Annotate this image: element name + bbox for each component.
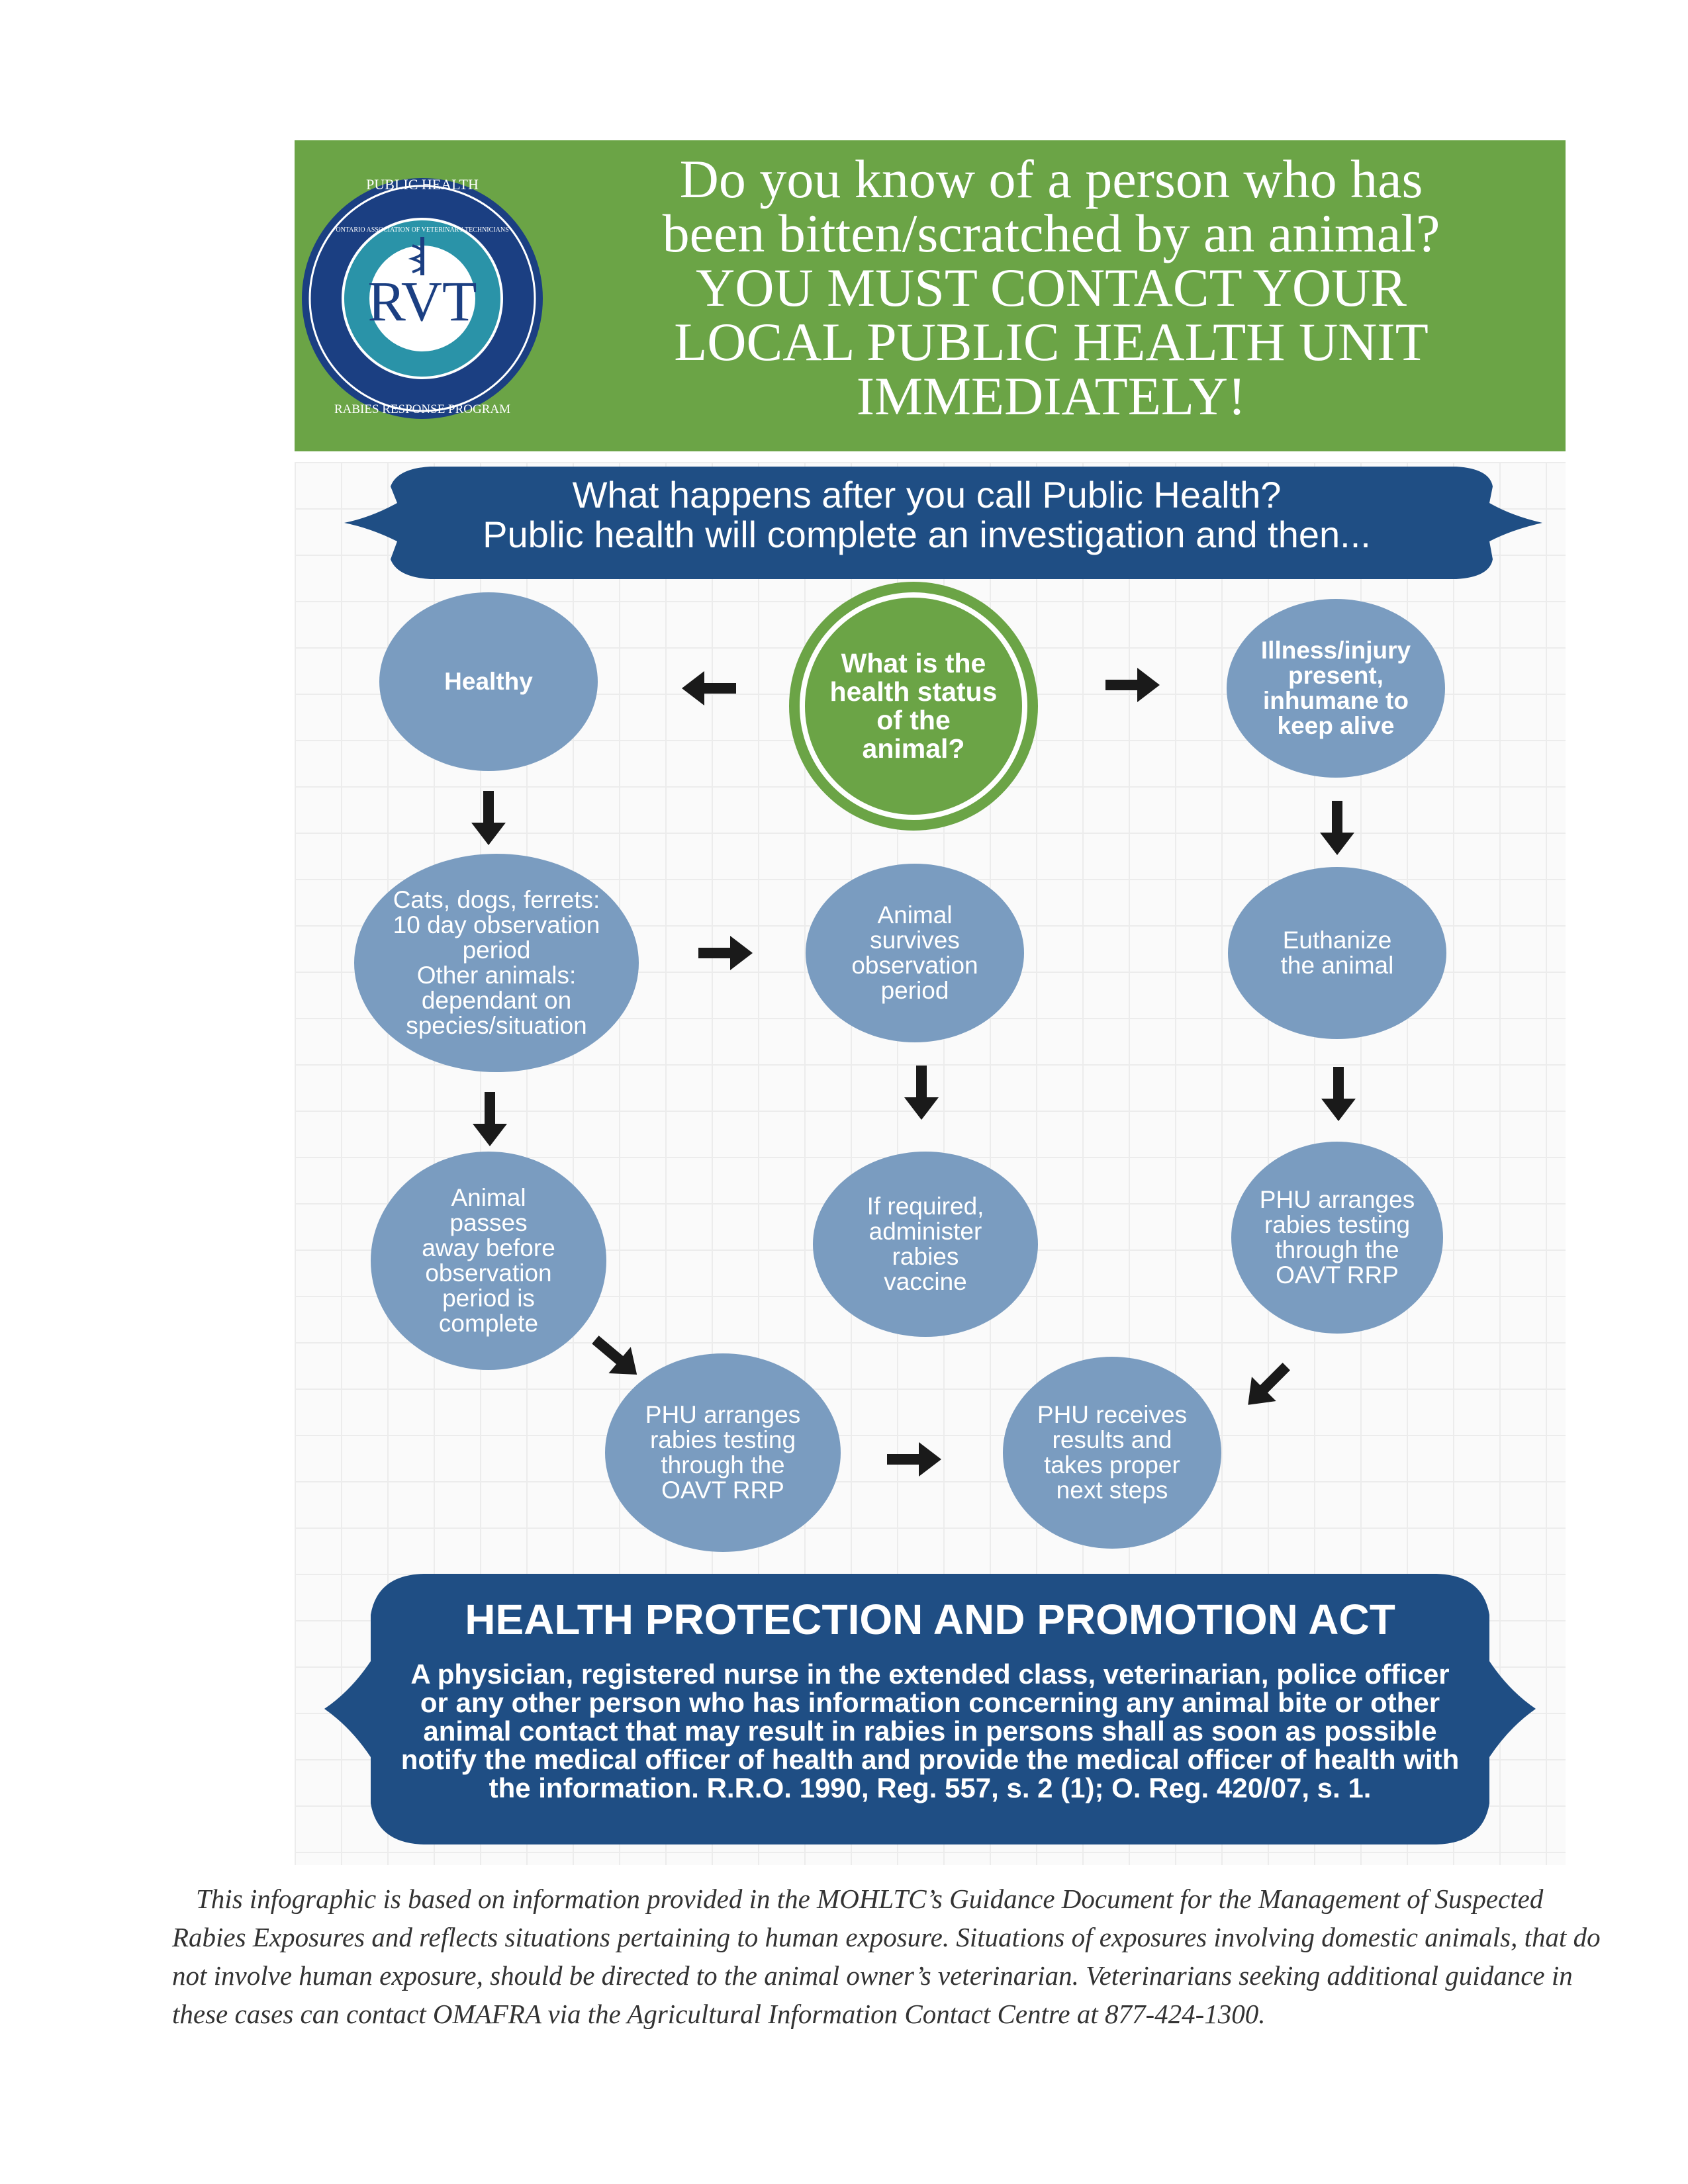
passes-away-node: Animal passes away before observation pe…: [422, 1184, 555, 1337]
phu-testing-bottom-node: PHU arranges rabies testing through the …: [645, 1401, 801, 1504]
act-ribbon: [324, 1574, 1536, 1844]
rvt-logo: RVT PUBLIC HEALTH RABIES RESPONSE PROGRA…: [302, 176, 543, 419]
arrow-down-observation: [473, 1092, 507, 1146]
survives-node-shape: [806, 864, 1024, 1042]
survives-node: Animal survives observation period: [851, 901, 978, 1004]
phu-testing-right-node: PHU arranges rabies testing through the …: [1259, 1186, 1415, 1289]
arrow-left-to-healthy: [682, 671, 736, 705]
arrow-down-healthy: [471, 791, 506, 845]
phu-receives-node: PHU receives results and takes proper ne…: [1037, 1401, 1188, 1504]
healthy-node: Healthy: [444, 668, 533, 695]
arrow-diagonal-to-phu-testing: [592, 1336, 637, 1375]
euthanize-node-shape: [1228, 867, 1446, 1039]
arrow-right-to-survives: [698, 936, 753, 970]
observation-node-shape: [354, 854, 639, 1072]
vaccine-node-shape: [813, 1152, 1038, 1337]
arrow-right-to-phu-receives: [887, 1442, 941, 1477]
question-ribbon-text: What happens after you call Public Healt…: [397, 475, 1456, 555]
arrow-diagonal-to-phu-receives: [1248, 1363, 1290, 1405]
act-title: HEALTH PROTECTION AND PROMOTION ACT: [465, 1596, 1395, 1643]
passes-away-node-shape: [371, 1152, 606, 1370]
question-ribbon-line-1: What happens after you call Public Healt…: [572, 474, 1282, 516]
health-status-question-circle: [789, 582, 1038, 831]
question-ribbon: [344, 467, 1542, 579]
arrow-down-euthanize: [1321, 1067, 1356, 1121]
arrow-right-to-illness: [1105, 668, 1160, 702]
phu-testing-right-shape: [1231, 1142, 1443, 1334]
phu-testing-bottom-shape: [605, 1353, 841, 1552]
banner-line-5: IMMEDIATELY!: [856, 366, 1246, 426]
illness-node: Illness/injury present, inhumane to keep…: [1260, 637, 1411, 739]
act-body: A physician, registered nurse in the ext…: [400, 1659, 1460, 1803]
healthy-node-shape: [379, 592, 598, 771]
arrow-down-survives: [904, 1066, 939, 1120]
observation-node: Cats, dogs, ferrets: 10 day observation …: [393, 886, 600, 1039]
vaccine-node: If required, administer rabies vaccine: [867, 1193, 984, 1295]
logo-ring-bottom: RABIES RESPONSE PROGRAM: [334, 402, 510, 416]
health-status-ring: [800, 592, 1027, 820]
banner-headline: Do you know of a person who has been bit…: [545, 152, 1558, 424]
logo-ring-top: PUBLIC HEALTH: [366, 176, 479, 193]
phu-receives-shape: [1003, 1357, 1221, 1549]
banner-line-1: Do you know of a person who has: [679, 149, 1423, 209]
health-status-question: What is the health status of the animal?: [829, 648, 998, 764]
footer-note: This infographic is based on information…: [172, 1884, 1601, 2029]
euthanize-node: Euthanize the animal: [1280, 927, 1394, 979]
banner-line-4: LOCAL PUBLIC HEALTH UNIT: [674, 312, 1429, 372]
header-banner: RVT PUBLIC HEALTH RABIES RESPONSE PROGRA…: [295, 140, 1566, 451]
illness-node-shape: [1227, 599, 1445, 778]
logo-monogram: RVT: [367, 269, 477, 333]
banner-line-3: YOU MUST CONTACT YOUR: [696, 257, 1407, 318]
logo-inner-ring: ONTARIO ASSOCIATION OF VETERINARY TECHNI…: [336, 226, 508, 234]
arrow-down-illness: [1320, 801, 1354, 855]
question-ribbon-line-2: Public health will complete an investiga…: [483, 514, 1371, 555]
banner-line-2: been bitten/scratched by an animal?: [662, 203, 1440, 263]
